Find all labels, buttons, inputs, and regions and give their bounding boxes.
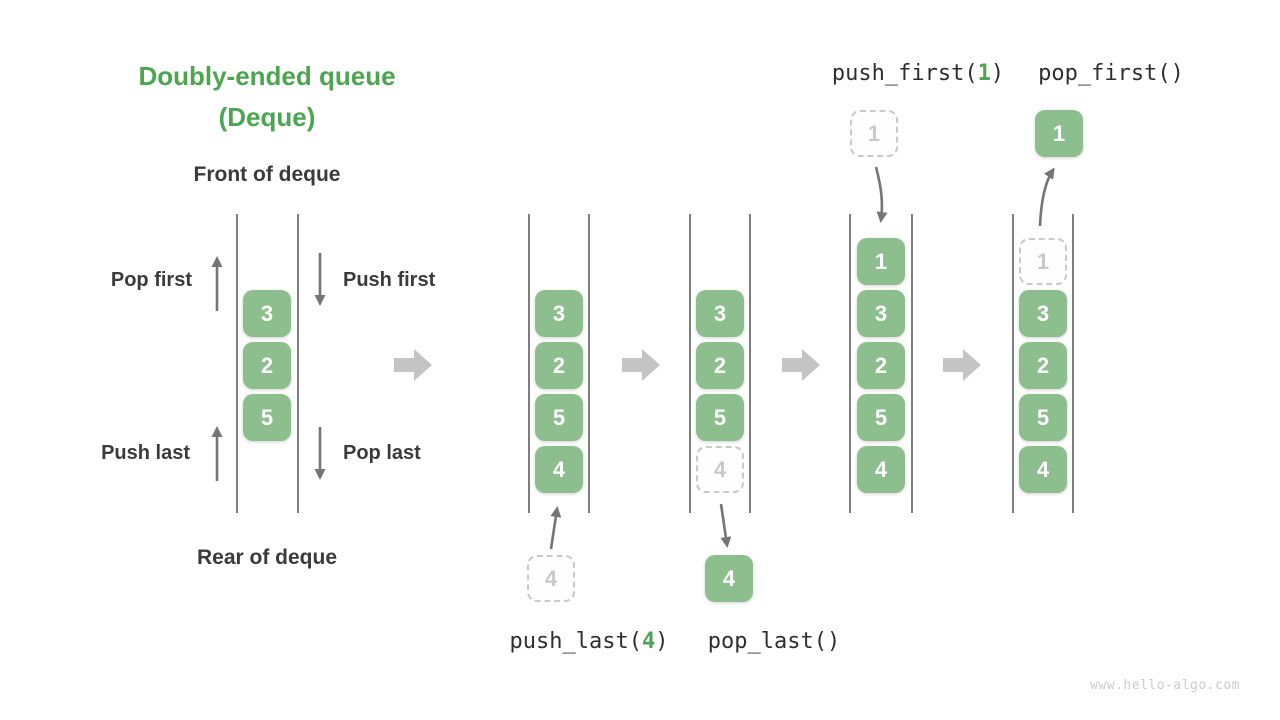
push-last-close: )	[655, 629, 669, 654]
deque-item-ghost-incoming: 1	[850, 110, 898, 157]
push-first-code-label: push_first(1)	[832, 61, 1004, 86]
deque-item-ghost-incoming: 4	[527, 555, 575, 602]
front-of-deque-label: Front of deque	[193, 163, 341, 186]
deque-item: 3	[857, 290, 905, 337]
push-first-arg: 1	[977, 61, 991, 86]
deque-item: 3	[696, 290, 744, 337]
deque-item: 2	[1019, 342, 1067, 389]
deque-item-ghost-removed: 1	[1019, 238, 1067, 285]
transition-arrow-icon-1	[394, 349, 432, 381]
pop-last-label: Pop last	[343, 442, 421, 464]
title-line1: Doubly-ended queue	[138, 61, 396, 91]
deque-item-ghost-removed: 4	[696, 446, 744, 493]
deque-item: 4	[535, 446, 583, 493]
push-last-code-label: push_last(4)	[510, 629, 669, 654]
deque-item: 5	[243, 394, 291, 441]
deque-item: 4	[857, 446, 905, 493]
pop-last-code-label: pop_last()	[707, 629, 841, 654]
deque-item: 5	[1019, 394, 1067, 441]
watermark: www.hello-algo.com	[1090, 678, 1240, 693]
deque-item: 2	[857, 342, 905, 389]
rear-of-deque-label: Rear of deque	[196, 546, 338, 569]
deque-item: 3	[243, 290, 291, 337]
pop-first-code-label: pop_first()	[1038, 61, 1184, 86]
deque-item: 3	[535, 290, 583, 337]
deque-item: 2	[535, 342, 583, 389]
deque-item-popped: 1	[1035, 110, 1083, 157]
pop-first-remove-arrow-icon	[1038, 167, 1055, 227]
deque-item: 2	[243, 342, 291, 389]
pop-last-remove-arrow-icon	[719, 503, 732, 548]
push-last-insert-arrow-icon	[549, 506, 562, 550]
pop-first-label: Pop first	[110, 269, 192, 291]
push-last-arg: 4	[641, 629, 656, 654]
transition-arrow-icon-3	[782, 349, 820, 381]
title-line2: (Deque)	[218, 102, 316, 132]
page-title: Doubly-ended queue (Deque)	[138, 56, 395, 138]
deque-item-popped: 4	[705, 555, 753, 602]
transition-arrow-icon-2	[622, 349, 660, 381]
push-first-close: )	[990, 61, 1005, 86]
deque-item: 1	[857, 238, 905, 285]
push-last-label: Push last	[101, 442, 190, 464]
push-first-call: push_first(	[831, 61, 978, 86]
push-first-insert-arrow-icon	[874, 166, 888, 223]
deque-item: 4	[1019, 446, 1067, 493]
transition-arrow-icon-4	[943, 349, 981, 381]
push-first-label: Push first	[343, 269, 436, 291]
deque-item: 5	[696, 394, 744, 441]
push-last-call: push_last(	[509, 629, 642, 654]
deque-item: 5	[535, 394, 583, 441]
deque-item: 2	[696, 342, 744, 389]
deque-item: 3	[1019, 290, 1067, 337]
deque-item: 5	[857, 394, 905, 441]
